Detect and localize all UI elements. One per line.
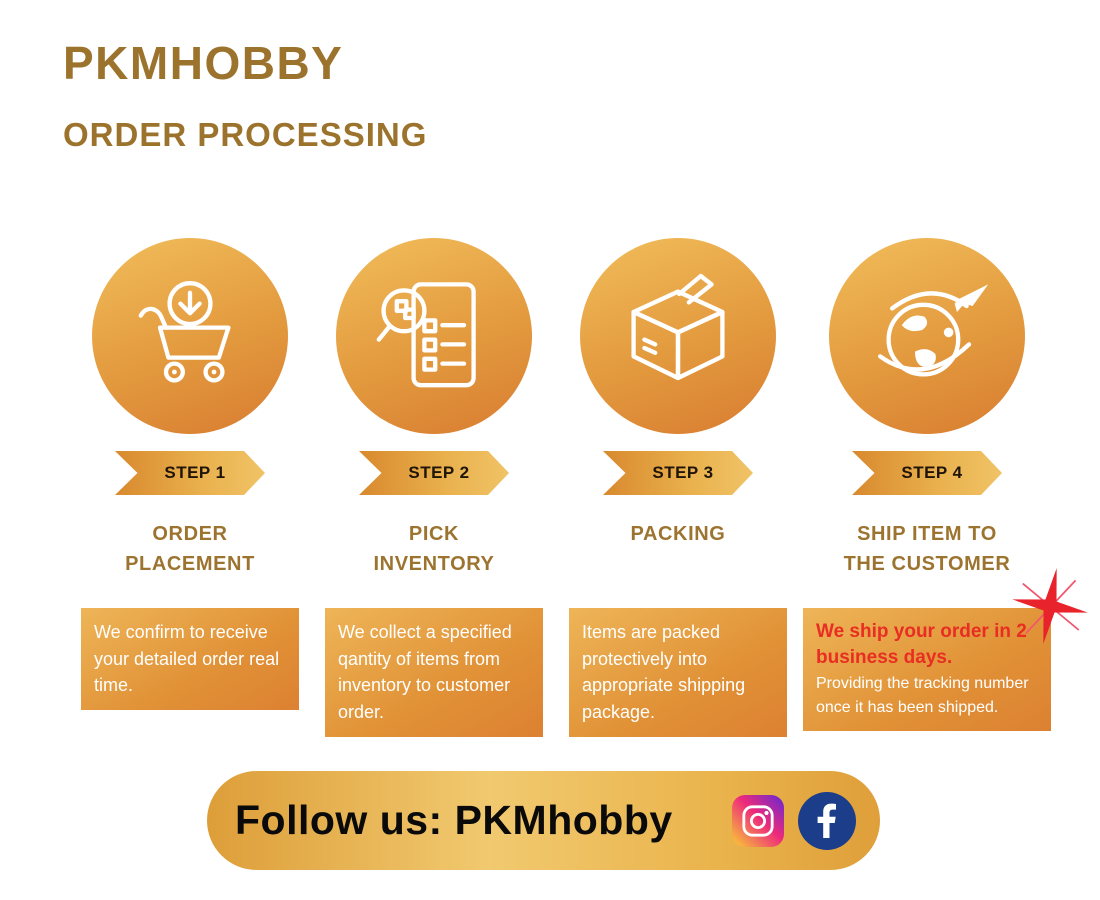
step1-description: We confirm to receive your detailed orde…: [81, 608, 299, 710]
step3-title: PACKING: [630, 523, 726, 545]
step-column-1: STEP 1 ORDER PLACEMENT We confirm to rec…: [71, 238, 309, 737]
step1-circle: [92, 238, 288, 434]
step3-badge: STEP 3: [603, 451, 753, 495]
step3-description: Items are packed protectively into appro…: [569, 608, 787, 737]
starburst-icon: [1012, 568, 1088, 644]
facebook-icon[interactable]: [798, 791, 856, 850]
step4-description-rest: Providing the tracking number once it ha…: [816, 675, 1029, 717]
step2-title: PICK INVENTORY: [373, 523, 495, 575]
step2-circle: [336, 238, 532, 434]
cart-download-icon: [138, 281, 231, 383]
step4-description: We ship your order in 2 business days. P…: [803, 608, 1051, 732]
step3-circle: [580, 238, 776, 434]
step1-title: ORDER PLACEMENT: [125, 523, 255, 575]
step3-badge-label: STEP 3: [652, 463, 714, 482]
step1-badge-label: STEP 1: [164, 463, 226, 482]
step2-badge: STEP 2: [359, 451, 509, 495]
step2-description: We collect a specified qantity of items …: [325, 608, 543, 737]
step4-title: SHIP ITEM TO THE CUSTOMER: [843, 523, 1011, 575]
social-icons: [732, 791, 856, 850]
pick-inventory-icon: [376, 282, 476, 388]
step4-description-highlight: We ship your order in 2 business days.: [816, 621, 1027, 668]
step4-badge: STEP 4: [852, 451, 1002, 495]
step-column-2: STEP 2 PICK INVENTORY We collect a speci…: [315, 238, 553, 737]
step2-badge-label: STEP 2: [408, 463, 470, 482]
brand-title: PKMHOBBY: [63, 37, 344, 89]
follow-label: Follow us: PKMhobby: [235, 797, 673, 843]
header: PKMHOBBY ORDER PROCESSING: [63, 36, 427, 154]
page-subtitle: ORDER PROCESSING: [63, 116, 428, 153]
step-column-4: STEP 4 SHIP ITEM TO THE CUSTOMER We ship…: [803, 238, 1051, 737]
packing-box-icon: [631, 273, 725, 381]
follow-banner: Follow us: PKMhobby: [207, 771, 880, 870]
steps-row: STEP 1 ORDER PLACEMENT We confirm to rec…: [71, 238, 1051, 737]
step4-circle: [829, 238, 1025, 434]
step4-badge-label: STEP 4: [901, 463, 963, 482]
instagram-icon[interactable]: [732, 794, 784, 847]
globe-plane-icon: [878, 284, 989, 377]
step-column-3: STEP 3 PACKING Items are packed protecti…: [559, 238, 797, 737]
step1-badge: STEP 1: [115, 451, 265, 495]
